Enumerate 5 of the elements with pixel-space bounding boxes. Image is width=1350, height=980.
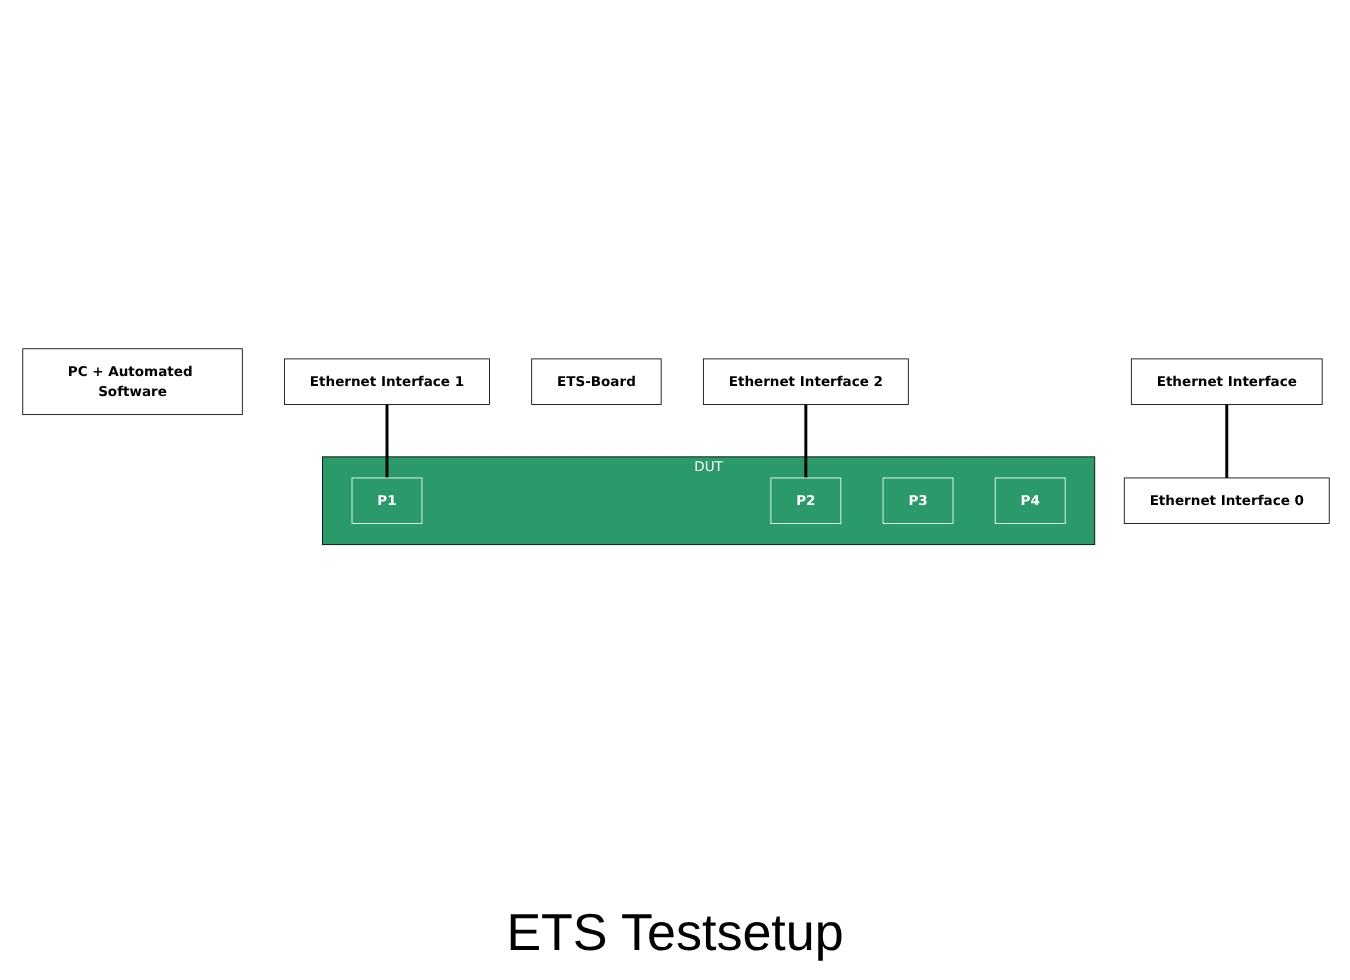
connector xyxy=(803,404,807,479)
cluster xyxy=(321,456,1095,546)
connector xyxy=(1224,404,1228,479)
caption: ETS Testsetup xyxy=(506,902,844,964)
connector xyxy=(384,404,388,479)
